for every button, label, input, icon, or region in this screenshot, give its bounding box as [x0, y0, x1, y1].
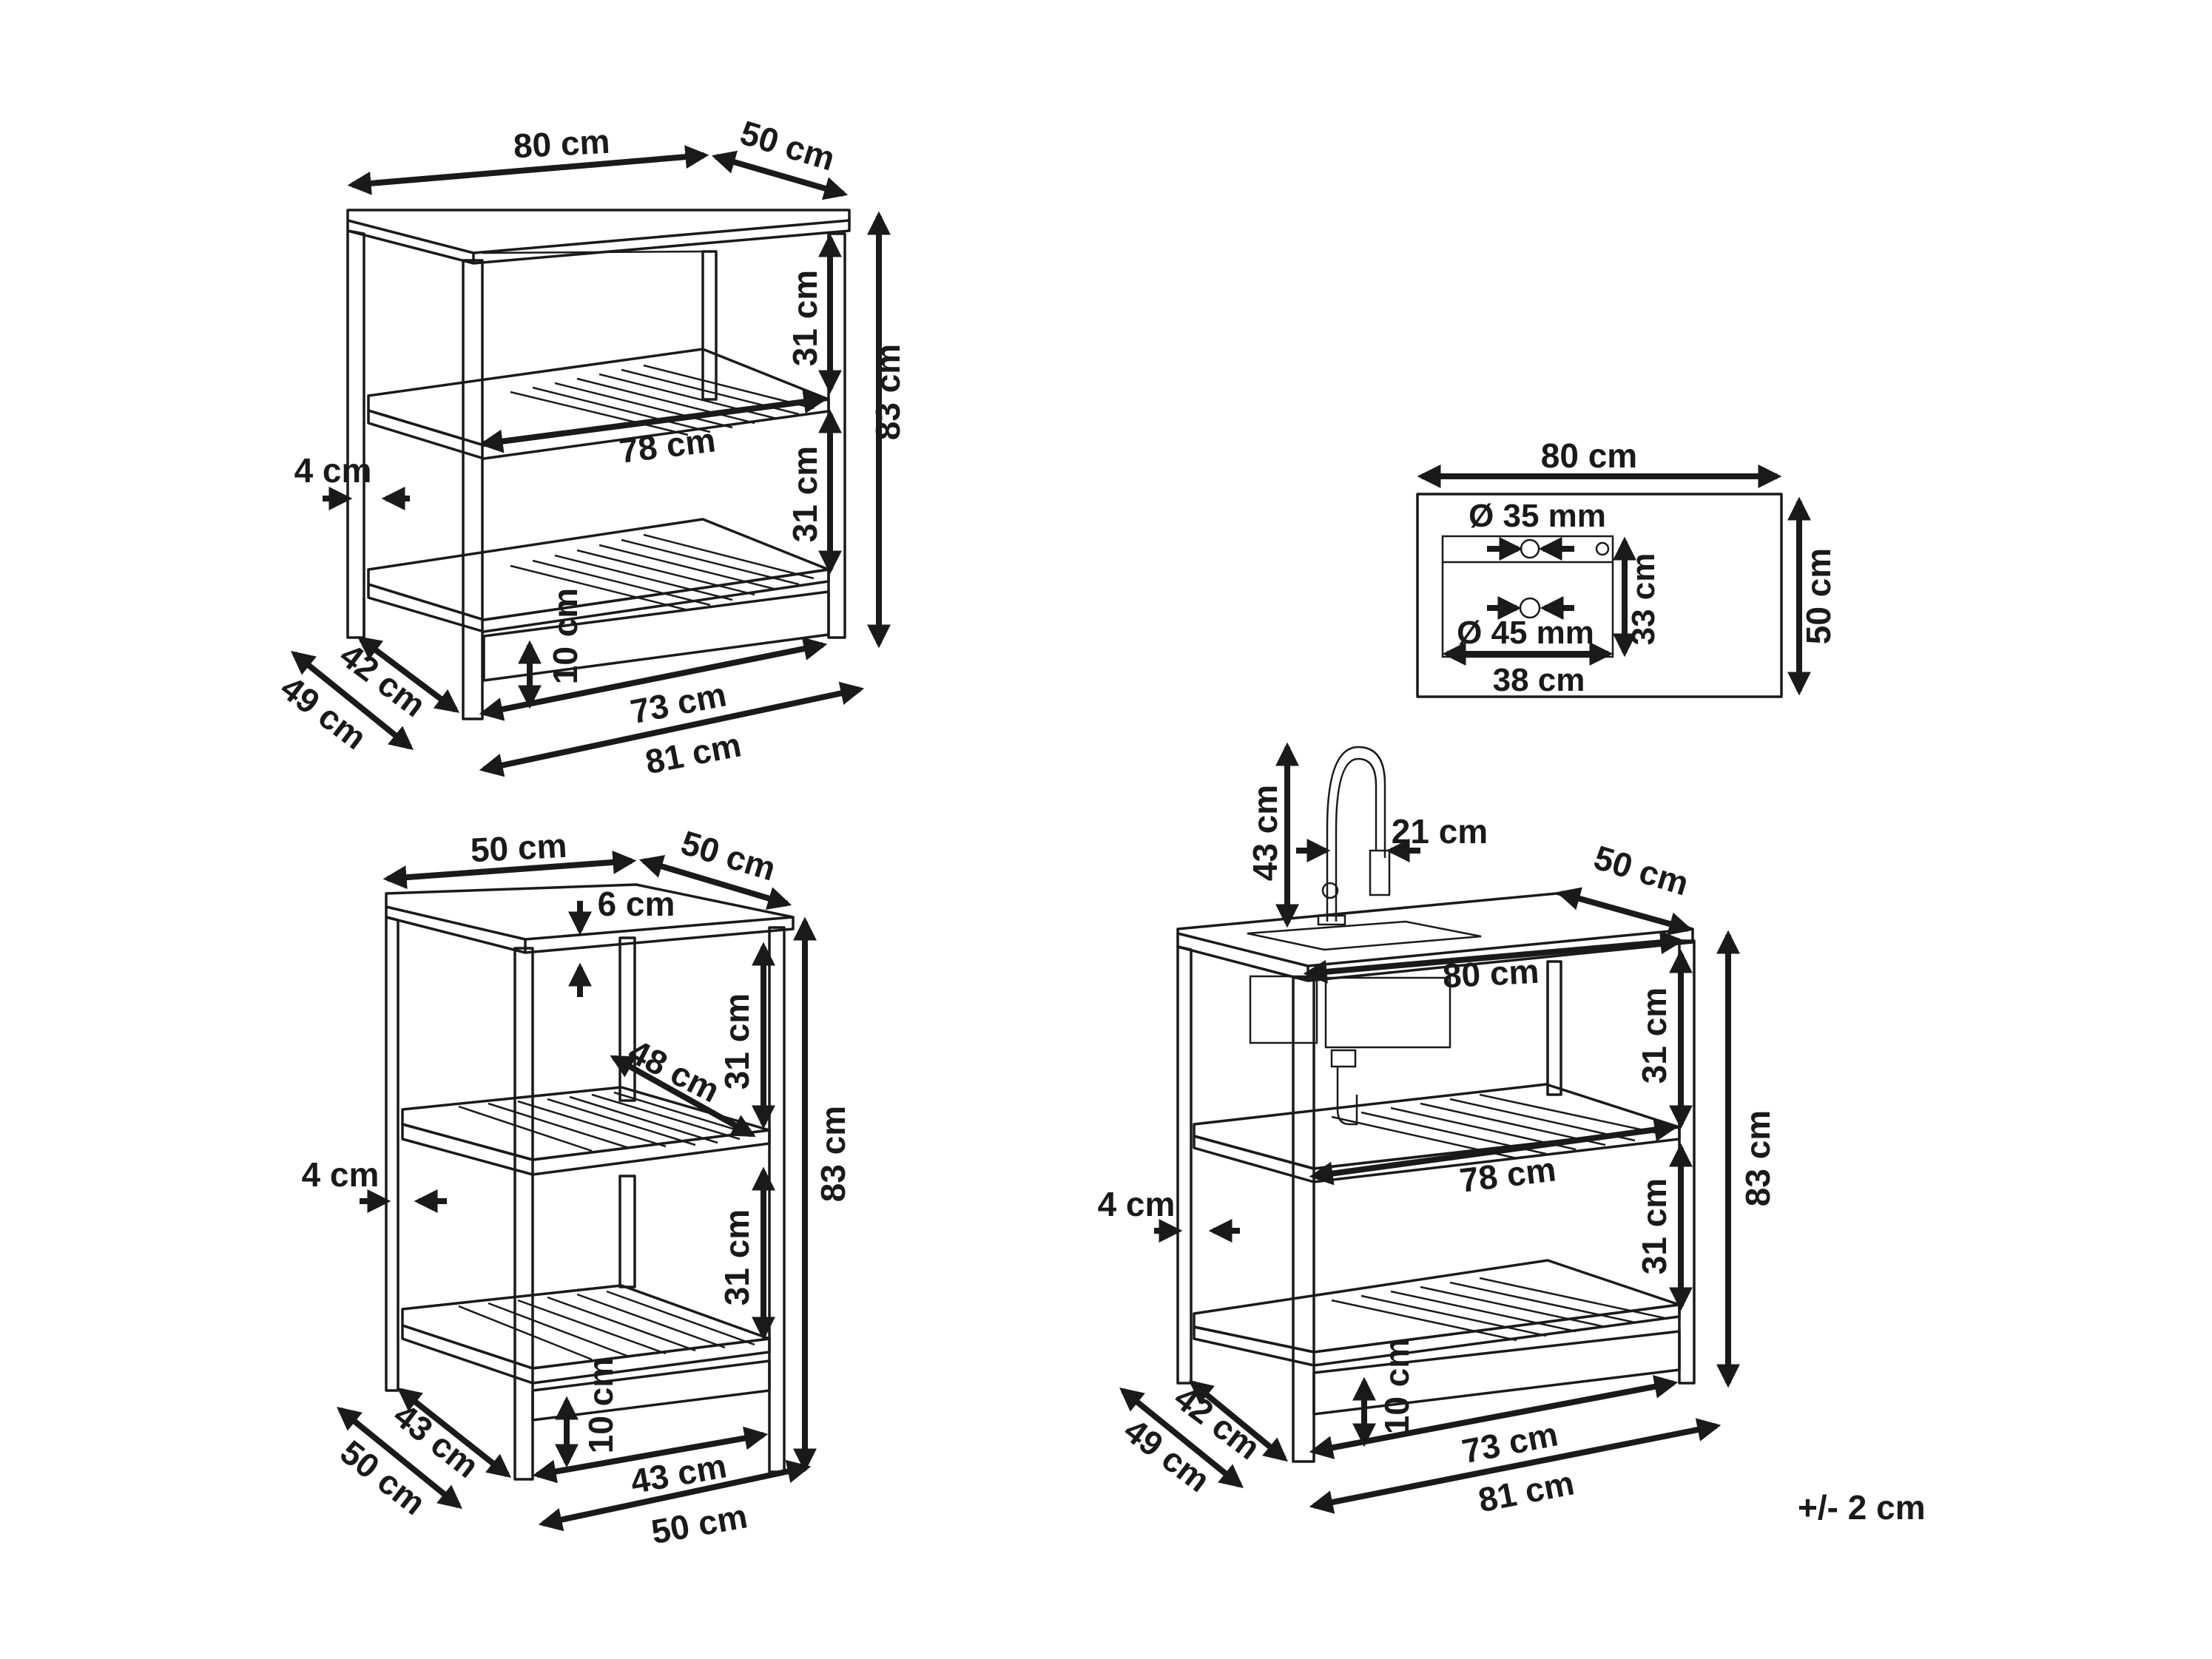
sink-width-label: 80 cm	[1541, 436, 1637, 475]
small-top-width-label: 50 cm	[470, 826, 568, 870]
dim-line	[711, 150, 849, 200]
shelf-unit-small: 50 cm 50 cm 6 cm 83 cm 31 cm 31 cm 48 cm…	[302, 823, 852, 1551]
small-height-label: 83 cm	[814, 1106, 852, 1202]
dim-line	[1303, 930, 1685, 984]
dim-line	[291, 650, 414, 751]
dim-line	[1309, 1118, 1679, 1186]
sink-unit-top-width-label: 80 cm	[1442, 952, 1540, 996]
dim-line	[1556, 887, 1693, 936]
basin-depth-label: 33 cm	[1625, 553, 1662, 646]
sink-unit-slats	[1331, 1093, 1665, 1342]
sink-depth-label: 50 cm	[1799, 548, 1838, 644]
small-shelf-gap-lower-label: 31 cm	[718, 1209, 756, 1305]
shelf-unit-large-slats	[510, 364, 815, 612]
faucet	[1317, 746, 1391, 926]
small-top-thickness-label: 6 cm	[598, 885, 675, 923]
small-outer-width-label: 50 cm	[648, 1496, 749, 1551]
dim-line	[479, 390, 828, 453]
drain-trap	[1330, 1049, 1357, 1068]
sink-unit-shelf-gap-lower-label: 31 cm	[1635, 1178, 1673, 1274]
drain-hole-label: Ø 45 mm	[1457, 615, 1594, 651]
large-top-width-label: 80 cm	[513, 122, 611, 166]
shelf-unit-large-dimensions: 80 cm 50 cm 83 cm 31 cm 31 cm 78 cm 4 cm…	[274, 113, 907, 781]
dim-line	[638, 855, 792, 910]
shelf-unit-small-slats	[458, 1091, 755, 1361]
dim-line	[479, 681, 865, 777]
dim-line	[610, 1055, 756, 1138]
tap-hole-label: Ø 35 mm	[1469, 498, 1606, 534]
tolerance-note: +/- 2 cm	[1798, 1488, 1926, 1527]
large-shelf-gap-upper-label: 31 cm	[786, 270, 824, 366]
sink-unit-top-depth-label: 50 cm	[1590, 838, 1693, 903]
sink-unit-dimensions: 43 cm 21 cm 50 cm 80 cm 83 cm 31 cm 31 c…	[1098, 742, 1777, 1519]
dim-line	[538, 1459, 812, 1532]
dim-line	[1119, 1387, 1244, 1489]
tap-hole-circle	[1520, 538, 1540, 559]
large-leg-thickness-label: 4 cm	[294, 451, 372, 490]
overflow-hole-circle	[1595, 541, 1610, 556]
small-shelf-gap-upper-label: 31 cm	[718, 993, 756, 1089]
small-bottom-clearance-label: 10 cm	[581, 1357, 620, 1453]
large-shelf-width-label: 78 cm	[617, 420, 718, 470]
sink-unit-shelf-gap-upper-label: 31 cm	[1635, 987, 1673, 1084]
small-leg-thickness-label: 4 cm	[302, 1155, 380, 1194]
sink-basin	[1249, 975, 1318, 1044]
dim-line	[1309, 1418, 1722, 1514]
small-shelf-width-label: 48 cm	[622, 1032, 726, 1110]
sink-top-view: 80 cm 50 cm Ø 35 mm Ø 45 mm 33 cm 38 cm	[1416, 436, 1838, 698]
sink-unit: 43 cm 21 cm 50 cm 80 cm 83 cm 31 cm 31 c…	[1098, 742, 1777, 1519]
dim-line	[347, 145, 709, 195]
sink-unit-leg-thickness-label: 4 cm	[1098, 1185, 1176, 1223]
sink-unit-frame	[1176, 892, 1696, 1463]
sink-unit-height-label: 83 cm	[1739, 1110, 1777, 1206]
dim-line	[337, 1406, 462, 1510]
large-height-label: 83 cm	[869, 344, 907, 440]
shelf-unit-large-frame	[346, 209, 851, 720]
large-bottom-clearance-label: 10 cm	[546, 588, 584, 684]
dim-line	[382, 850, 637, 890]
sink-unit-bottom-clearance-label: 10 cm	[1378, 1338, 1416, 1434]
basin-width-label: 38 cm	[1493, 662, 1585, 698]
sink-countertop-outline	[1416, 493, 1783, 698]
shelf-unit-large: 80 cm 50 cm 83 cm 31 cm 31 cm 78 cm 4 cm…	[274, 113, 907, 781]
faucet-reach-label: 21 cm	[1392, 812, 1488, 851]
faucet-height-label: 43 cm	[1246, 785, 1284, 881]
large-shelf-gap-lower-label: 31 cm	[786, 446, 824, 542]
